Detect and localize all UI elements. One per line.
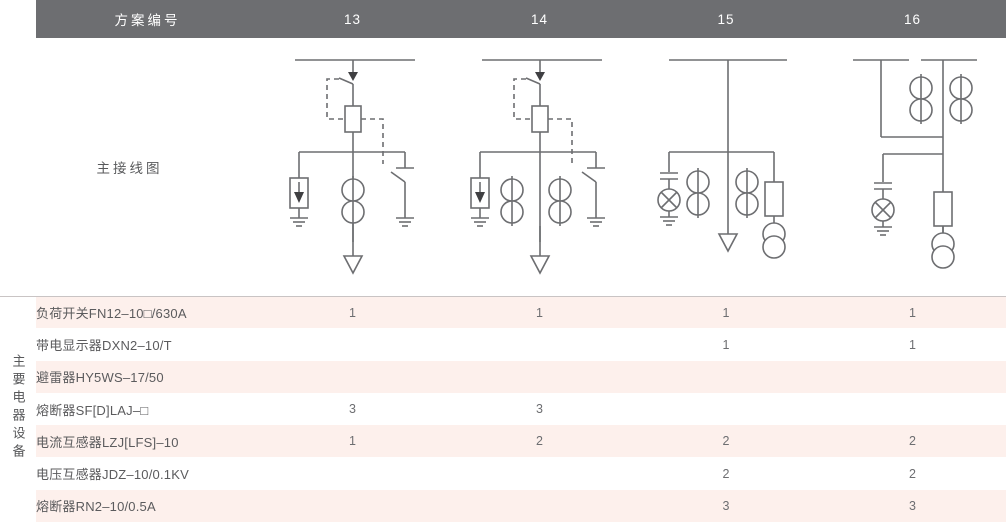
equipment-value-5-16: 2 bbox=[819, 457, 1006, 490]
diagram-cell-14 bbox=[446, 38, 633, 297]
table-row: 避雷器HY5WS–17/50 bbox=[0, 360, 1006, 393]
fuse-icon bbox=[763, 181, 784, 217]
diagram-row: 主接线图 bbox=[0, 38, 1006, 297]
single-line-diagram-13 bbox=[289, 59, 415, 275]
table-row: 电流互感器LZJ[LFS]–10 1 2 2 2 bbox=[0, 425, 1006, 458]
side-label-text: 主要电器设备 bbox=[10, 353, 26, 462]
equipment-value-0-16: 1 bbox=[819, 295, 1006, 329]
equipment-value-3-16 bbox=[819, 392, 1006, 426]
table-row: 电压互感器JDZ–10/0.1KV 2 2 bbox=[0, 457, 1006, 490]
current-transformer-icon-2 bbox=[949, 74, 973, 125]
equipment-name-2: 避雷器HY5WS–17/50 bbox=[36, 360, 259, 393]
equipment-value-1-14 bbox=[446, 328, 633, 361]
current-transformer-icon-2 bbox=[734, 168, 759, 219]
diagram-row-label: 主接线图 bbox=[0, 38, 259, 297]
diagram-cell-15 bbox=[633, 38, 819, 297]
diagram-cell-16 bbox=[819, 38, 1006, 297]
equipment-value-4-15: 2 bbox=[633, 425, 819, 458]
table-row: 熔断器SF[D]LAJ–□ 3 3 bbox=[0, 392, 1006, 426]
ground-icon-left bbox=[470, 217, 489, 227]
cable-outgoing-arrow-icon bbox=[529, 255, 550, 275]
equipment-value-4-16: 2 bbox=[819, 425, 1006, 458]
dashed-interlock-right-icon bbox=[547, 118, 573, 165]
dashed-interlock-left-icon bbox=[326, 78, 343, 120]
header-scheme-16: 16 bbox=[819, 0, 1006, 39]
single-line-diagram-15 bbox=[656, 59, 787, 259]
diagram-row-label-text: 主接线图 bbox=[96, 161, 163, 177]
equipment-value-2-14 bbox=[446, 360, 633, 393]
current-transformer-icon-1 bbox=[909, 74, 933, 125]
equipment-value-6-15: 3 bbox=[633, 489, 819, 522]
equipment-value-5-15: 2 bbox=[633, 457, 819, 490]
equipment-value-1-13 bbox=[259, 328, 446, 361]
equipment-value-5-14 bbox=[446, 457, 633, 490]
equipment-value-0-13: 1 bbox=[259, 295, 446, 329]
header-scheme-label: 方案编号 bbox=[36, 0, 259, 39]
current-transformer-icon-1 bbox=[685, 168, 710, 219]
equipment-value-3-13: 3 bbox=[259, 392, 446, 426]
current-transformer-icon-1 bbox=[499, 176, 524, 227]
equipment-name-4: 电流互感器LZJ[LFS]–10 bbox=[36, 425, 259, 458]
table-row: 主要电器设备 负荷开关FN12–10□/630A 1 1 1 1 bbox=[0, 295, 1006, 522]
fuse-icon bbox=[344, 105, 362, 133]
voltage-transformer-icon bbox=[931, 232, 955, 269]
disconnect-switch-icon bbox=[525, 77, 540, 85]
equipment-value-0-15: 1 bbox=[633, 295, 819, 329]
cable-outgoing-arrow-icon bbox=[717, 233, 738, 253]
equipment-name-3: 熔断器SF[D]LAJ–□ bbox=[36, 392, 259, 426]
equipment-name-1: 带电显示器DXN2–10/T bbox=[36, 328, 259, 361]
equipment-value-5-13 bbox=[259, 457, 446, 490]
header-scheme-15: 15 bbox=[633, 0, 819, 39]
busbar-tap-arrow-icon bbox=[348, 72, 358, 82]
cable-outgoing-arrow-icon bbox=[342, 255, 364, 275]
ground-icon-right bbox=[586, 217, 605, 227]
equipment-value-2-15 bbox=[633, 360, 819, 393]
equipment-value-0-14: 1 bbox=[446, 295, 633, 329]
header-scheme-13: 13 bbox=[259, 0, 446, 39]
dashed-interlock-right-icon bbox=[361, 118, 384, 165]
earthing-switch-icon bbox=[581, 171, 596, 183]
live-display-indicator-icon bbox=[871, 182, 895, 228]
dashed-interlock-left-icon bbox=[512, 78, 530, 120]
equipment-value-4-13: 1 bbox=[259, 425, 446, 458]
equipment-name-0: 负荷开关FN12–10□/630A bbox=[36, 295, 259, 329]
equipment-value-4-14: 2 bbox=[446, 425, 633, 458]
busbar-tap-arrow-icon bbox=[534, 72, 545, 82]
current-transformer-icon-1 bbox=[341, 176, 365, 227]
equipment-value-6-16: 3 bbox=[819, 489, 1006, 522]
current-transformer-icon-2 bbox=[547, 176, 572, 227]
fuse-icon bbox=[530, 105, 549, 133]
equipment-value-3-15 bbox=[633, 392, 819, 426]
header-corner-spacer bbox=[0, 0, 36, 39]
ground-icon-left bbox=[874, 226, 892, 236]
table-row: 熔断器RN2–10/0.5A 3 3 bbox=[0, 489, 1006, 522]
single-line-diagram-16 bbox=[853, 59, 977, 269]
equipment-value-6-14 bbox=[446, 489, 633, 522]
single-line-diagram-14 bbox=[469, 59, 605, 275]
live-display-indicator-icon bbox=[656, 172, 681, 218]
equipment-value-1-15: 1 bbox=[633, 328, 819, 361]
equipment-name-6: 熔断器RN2–10/0.5A bbox=[36, 489, 259, 522]
equipment-value-1-16: 1 bbox=[819, 328, 1006, 361]
equipment-value-6-13 bbox=[259, 489, 446, 522]
diagram-cell-13 bbox=[259, 38, 446, 297]
equipment-value-3-14: 3 bbox=[446, 392, 633, 426]
table-header-row: 方案编号 13 14 15 16 bbox=[0, 0, 1006, 39]
disconnect-switch-icon bbox=[338, 77, 354, 85]
side-label-main-equipment: 主要电器设备 bbox=[0, 295, 36, 522]
earthing-switch-icon bbox=[390, 171, 406, 183]
fuse-icon bbox=[933, 191, 953, 227]
header-scheme-14: 14 bbox=[446, 0, 633, 39]
equipment-name-5: 电压互感器JDZ–10/0.1KV bbox=[36, 457, 259, 490]
equipment-value-2-16 bbox=[819, 360, 1006, 393]
table-row: 带电显示器DXN2–10/T 1 1 bbox=[0, 328, 1006, 361]
ground-icon-right bbox=[396, 217, 414, 227]
equipment-value-2-13 bbox=[259, 360, 446, 393]
voltage-transformer-icon bbox=[761, 222, 786, 259]
ground-icon-left bbox=[290, 217, 308, 227]
ground-icon-left bbox=[659, 216, 678, 226]
